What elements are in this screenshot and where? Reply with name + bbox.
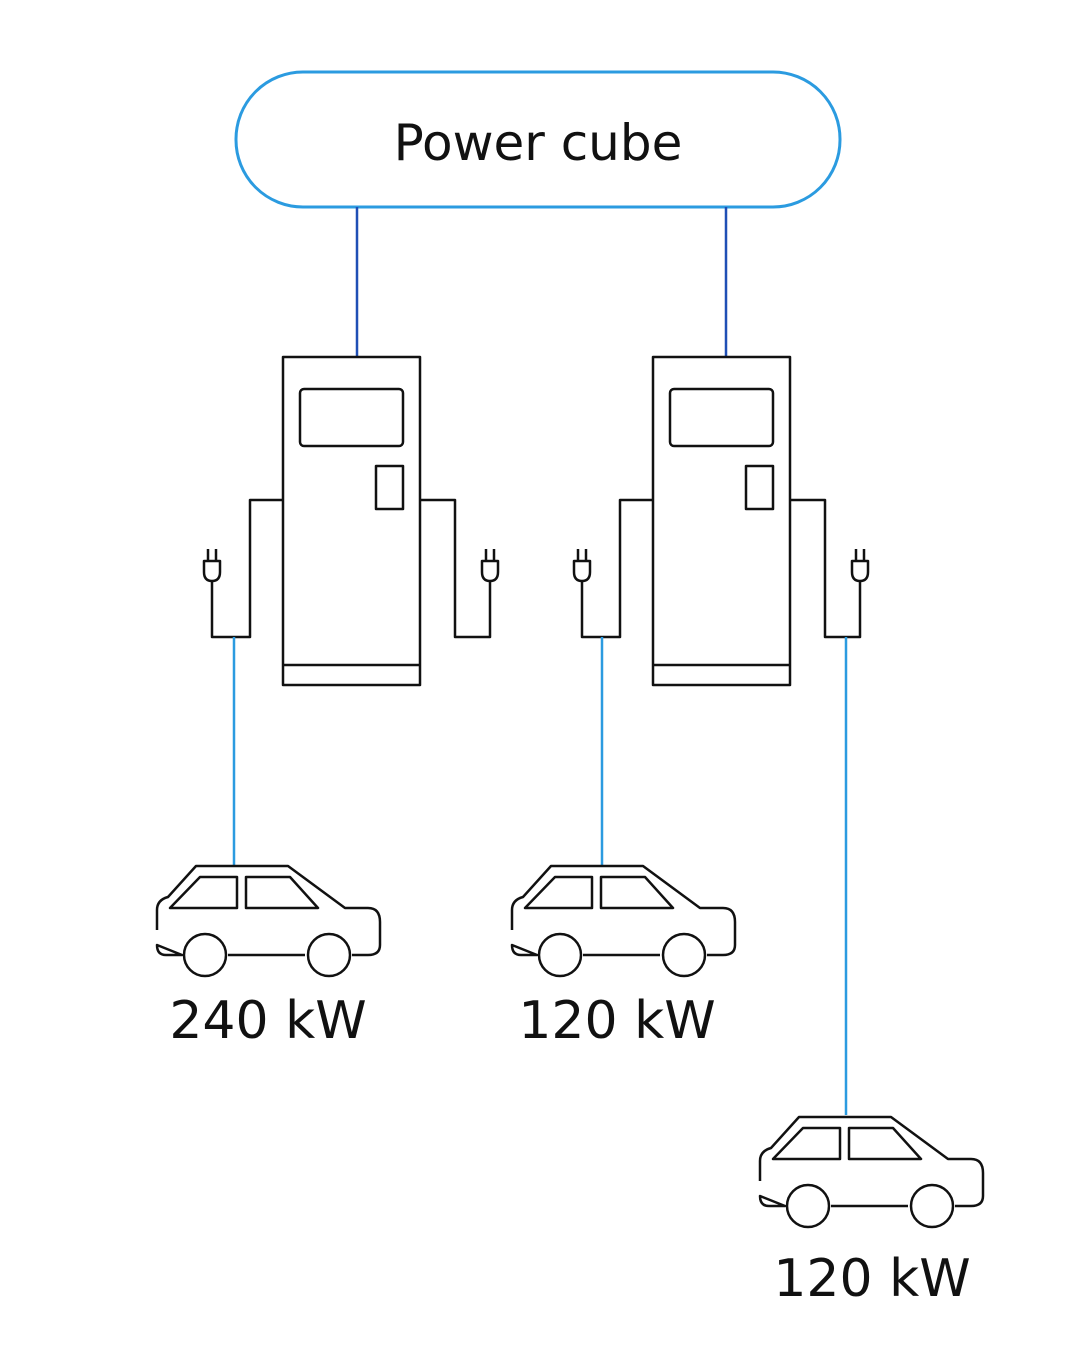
charging-station-icon — [572, 355, 870, 687]
vehicle-power-label: 240 kW — [169, 991, 366, 1051]
charging-station-icon — [202, 355, 500, 687]
power-cube-label: Power cube — [394, 114, 683, 172]
car-icon — [155, 864, 382, 978]
car-icon — [510, 864, 737, 978]
power-cube-box — [234, 70, 842, 209]
vehicle-power-label: 120 kW — [773, 1249, 970, 1309]
power-cube-node: Power cube — [234, 70, 842, 209]
car-icon — [758, 1115, 985, 1229]
vehicle-power-label: 120 kW — [518, 991, 715, 1051]
